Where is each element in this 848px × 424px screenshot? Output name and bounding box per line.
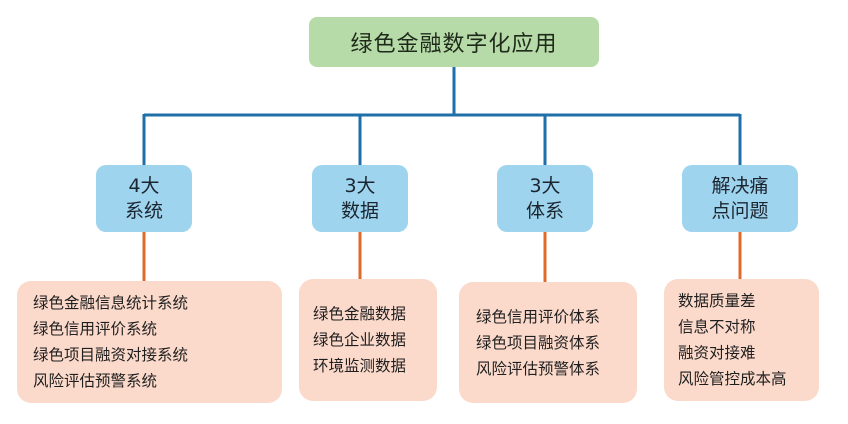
detail-box-data: 绿色金融数据 绿色企业数据 环境监测数据 (299, 279, 437, 401)
detail-item: 融资对接难 (678, 344, 756, 362)
category-label-line1: 3大 (344, 174, 376, 197)
detail-item: 绿色金融数据 (313, 305, 407, 323)
detail-item: 信息不对称 (678, 318, 756, 336)
detail-item: 绿色项目融资对接系统 (33, 346, 189, 364)
detail-item: 绿色信用评价系统 (33, 320, 158, 338)
category-label-line2: 系统 (124, 199, 163, 222)
detail-item: 绿色金融信息统计系统 (33, 294, 189, 312)
detail-item: 环境监测数据 (313, 357, 407, 375)
category-node-frameworks: 3大 体系 (497, 165, 593, 232)
category-label-line1: 4大 (128, 174, 160, 197)
detail-box-pain-points: 数据质量差 信息不对称 融资对接难 风险管控成本高 (664, 279, 819, 401)
category-label-line2: 数据 (340, 199, 379, 222)
detail-item: 绿色项目融资体系 (476, 333, 601, 352)
detail-item: 风险管控成本高 (678, 370, 787, 388)
root-node: 绿色金融数字化应用 (309, 17, 599, 67)
detail-item: 风险评估预警体系 (476, 359, 601, 378)
category-label-line1: 解决痛 (711, 174, 769, 197)
category-label-line2: 体系 (525, 199, 564, 222)
category-label-line1: 3大 (529, 174, 561, 197)
detail-box-systems: 绿色金融信息统计系统 绿色信用评价系统 绿色项目融资对接系统 风险评估预警系统 (17, 281, 282, 403)
category-node-systems: 4大 系统 (96, 165, 192, 232)
detail-item: 绿色信用评价体系 (476, 307, 601, 326)
root-label: 绿色金融数字化应用 (350, 32, 558, 57)
detail-item: 数据质量差 (678, 292, 756, 310)
detail-box-frameworks: 绿色信用评价体系 绿色项目融资体系 风险评估预警体系 (459, 282, 637, 403)
category-node-pain-points: 解决痛 点问题 (682, 165, 798, 232)
detail-item: 风险评估预警系统 (33, 372, 158, 390)
category-node-data: 3大 数据 (312, 165, 408, 232)
detail-item: 绿色企业数据 (313, 331, 407, 349)
category-label-line2: 点问题 (711, 199, 769, 222)
